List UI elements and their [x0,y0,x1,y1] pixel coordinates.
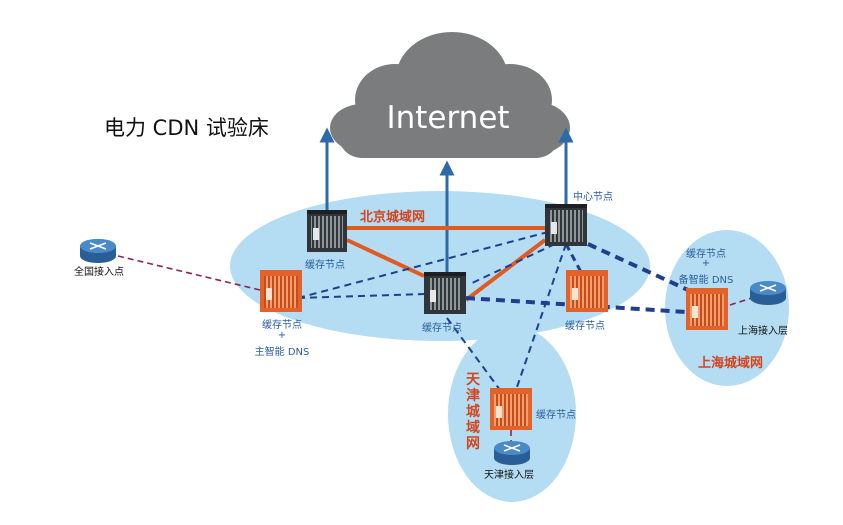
label-cache-bj-left: 缓存节点 [262,320,302,331]
server-tianjin [490,388,532,430]
label-cache-bj-right: 缓存节点 [565,321,605,332]
label-cache-sh: 缓存节点 [686,249,726,260]
label-backup-dns: 备智能 DNS [678,275,734,286]
label-plus-sh: + [701,258,711,269]
router-national-icon [80,239,116,263]
label-national-access: 全国接入点 [74,267,124,278]
router-shanghai-icon [750,281,786,305]
dashed-links [297,231,689,391]
region-shanghai-label: 上海城域网 [698,356,764,371]
label-main-dns: 主智能 DNS [254,347,310,358]
label-shanghai-access: 上海接入层 [738,326,788,337]
label-tianjin-access: 天津接入层 [484,470,534,481]
router-tianjin-icon [494,441,530,465]
backbone-links [346,226,547,302]
server-shanghai [686,288,728,330]
label-center-node: 中心节点 [573,192,613,203]
server-beijing-top [307,210,347,252]
region-beijing-label: 北京城域网 [360,210,426,225]
region-tianjin-label: 天津城域网 [466,372,480,452]
internet-label: Internet [386,100,510,136]
server-beijing-left [260,270,302,312]
label-cache-bj-mid: 缓存节点 [422,323,462,334]
server-beijing-mid [424,272,466,314]
server-beijing-right [566,270,608,312]
label-cache-tj: 缓存节点 [536,410,576,421]
label-cache-bj-top: 缓存节点 [305,260,345,271]
label-plus-left: + [277,330,287,341]
server-center [545,204,587,246]
internet-cloud [330,32,570,158]
diagram-title: 电力 CDN 试验床 [104,116,269,140]
